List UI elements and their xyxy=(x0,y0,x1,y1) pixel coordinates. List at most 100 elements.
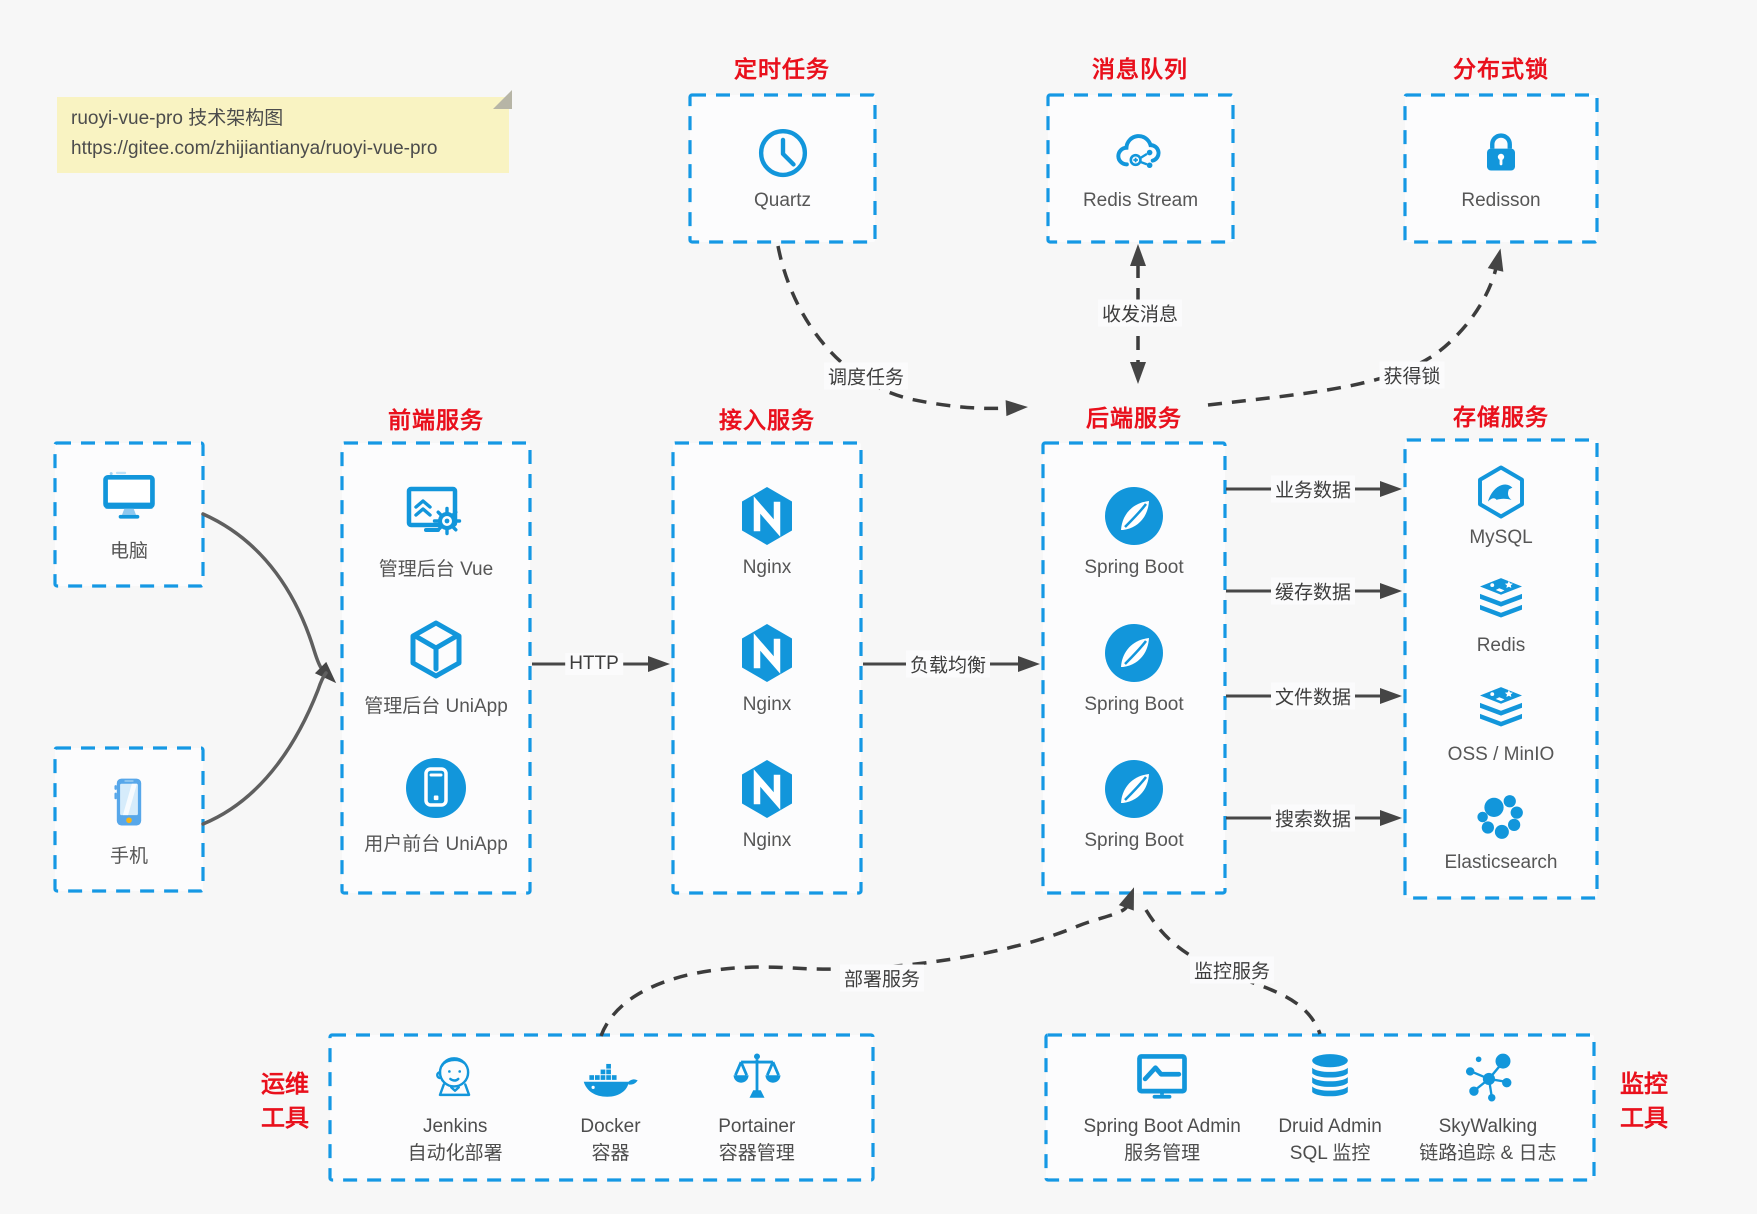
node-druid-admin: Druid Admin SQL 监控 xyxy=(1278,1048,1382,1167)
node-label: Spring Boot xyxy=(1084,557,1184,579)
node-redis: Redis xyxy=(1473,572,1529,657)
box-storage xyxy=(1403,438,1599,900)
node-label: Nginx xyxy=(742,829,792,851)
sticky-note: ruoyi-vue-pro 技术架构图 https://gitee.com/zh… xyxy=(57,90,512,173)
spring-boot-icon xyxy=(1104,759,1163,818)
lock-icon xyxy=(1487,133,1515,171)
admin-vue-icon xyxy=(406,486,462,535)
spring-boot-icon xyxy=(1104,487,1163,546)
clock-icon xyxy=(758,128,807,178)
edge-label-deploy: 部署服务 xyxy=(839,964,925,992)
title-backend: 后端服务 xyxy=(1086,405,1182,431)
edge-schedule-task xyxy=(776,245,1028,417)
nginx-icon xyxy=(742,623,792,682)
edge-label-message: 收发消息 xyxy=(1097,299,1183,327)
redis-icon xyxy=(1480,578,1522,618)
edge-acquire-lock xyxy=(1207,248,1504,407)
edge-label-business: 业务数据 xyxy=(1270,475,1356,503)
group-ops-tools: Jenkins 自动化部署 Docker 容器 xyxy=(330,1035,873,1180)
note-title: ruoyi-vue-pro 技术架构图 xyxy=(71,108,284,129)
user-app-icon xyxy=(405,757,466,818)
node-nginx-1: Nginx xyxy=(735,484,799,579)
node-label: 用户前台 UniApp xyxy=(364,833,508,855)
group-scheduled-task: Quartz xyxy=(690,95,875,242)
node-label: Druid Admin SQL 监控 xyxy=(1278,1115,1382,1164)
node-spring-boot-1: Spring Boot xyxy=(1084,484,1184,579)
node-label: Nginx xyxy=(742,693,792,715)
node-redis-stream: Redis Stream xyxy=(1083,125,1198,212)
label-monitor-tools: 监控 工具 xyxy=(1620,1071,1668,1132)
node-phone: 手机 xyxy=(99,772,159,868)
node-admin-vue: 管理后台 Vue xyxy=(379,481,493,581)
node-spring-boot-admin: Spring Boot Admin 服务管理 xyxy=(1083,1048,1241,1167)
node-label: Redis xyxy=(1476,635,1526,657)
group-monitor-tools: Spring Boot Admin 服务管理 Druid Admin SQL 监… xyxy=(1046,1035,1594,1180)
skywalking-icon xyxy=(1465,1053,1512,1102)
portainer-icon xyxy=(733,1053,781,1098)
node-spring-boot-3: Spring Boot xyxy=(1084,757,1184,852)
nginx-icon xyxy=(742,487,792,546)
node-label: Spring Boot Admin 服务管理 xyxy=(1083,1115,1241,1164)
node-skywalking: SkyWalking 链路追踪 & 日志 xyxy=(1419,1048,1557,1167)
group-frontend: 管理后台 Vue 管理后台 UniApp 用户前台 UniApp xyxy=(342,443,530,893)
title-storage: 存储服务 xyxy=(1453,404,1549,430)
edge-monitor-service xyxy=(1144,909,1322,1035)
group-storage: MySQL Redis xyxy=(1405,440,1597,898)
node-label: Quartz xyxy=(753,190,812,211)
node-label: Spring Boot xyxy=(1084,829,1184,851)
client-pc: 电脑 xyxy=(55,443,203,586)
edge-label-monitor: 监控服务 xyxy=(1189,956,1275,984)
node-portainer: Portainer 容器管理 xyxy=(718,1048,795,1167)
node-nginx-3: Nginx xyxy=(735,757,799,852)
edge-label-file: 文件数据 xyxy=(1270,682,1356,710)
edge-label-cache: 缓存数据 xyxy=(1270,577,1356,605)
node-label: Elasticsearch xyxy=(1444,852,1558,874)
node-label: Docker 容器 xyxy=(580,1115,641,1164)
label-ops-tools: 运维 工具 xyxy=(261,1071,309,1132)
node-spring-boot-2: Spring Boot xyxy=(1084,621,1184,716)
title-message-queue: 消息队列 xyxy=(1092,56,1188,82)
sba-icon xyxy=(1137,1054,1187,1099)
title-distributed-lock: 分布式锁 xyxy=(1453,56,1549,82)
cloud-stream-icon xyxy=(1116,134,1161,169)
mysql-icon xyxy=(1478,465,1524,519)
box-message-queue xyxy=(1046,93,1235,244)
node-elasticsearch: Elasticsearch xyxy=(1445,789,1558,874)
note-fold-corner xyxy=(493,90,512,109)
group-gateway: Nginx Nginx Nginx xyxy=(673,443,861,893)
node-pc: 电脑 xyxy=(99,467,159,563)
edge-label-schedule: 调度任务 xyxy=(823,362,909,390)
edge-label-http: HTTP xyxy=(565,653,623,675)
node-admin-uniapp: 管理后台 UniApp xyxy=(364,618,508,718)
jenkins-icon xyxy=(436,1057,471,1096)
node-label: 管理后台 UniApp xyxy=(364,696,508,717)
node-label: 管理后台 Vue xyxy=(378,558,494,580)
title-scheduled-task: 定时任务 xyxy=(734,56,830,82)
uniapp-cube-icon xyxy=(410,620,462,679)
group-backend: Spring Boot Spring Boot Spring Boot xyxy=(1043,443,1225,893)
node-label: Spring Boot xyxy=(1084,693,1184,715)
edge-label-load-balance: 负载均衡 xyxy=(905,650,991,678)
node-label: Jenkins 自动化部署 xyxy=(407,1115,503,1164)
box-scheduled-task xyxy=(688,93,877,244)
docker-icon xyxy=(584,1063,639,1097)
node-label: 手机 xyxy=(109,845,148,867)
node-label: Nginx xyxy=(742,557,792,579)
nginx-icon xyxy=(742,759,792,818)
spring-boot-icon xyxy=(1104,623,1163,682)
node-label: OSS / MinIO xyxy=(1447,743,1555,765)
node-jenkins: Jenkins 自动化部署 xyxy=(408,1048,503,1167)
group-distributed-lock: Redisson xyxy=(1405,95,1597,242)
node-docker: Docker 容器 xyxy=(580,1048,641,1167)
mobile-icon xyxy=(114,778,142,825)
node-oss-minio: OSS / MinIO xyxy=(1447,681,1555,766)
druid-icon xyxy=(1312,1054,1348,1097)
node-label: Redisson xyxy=(1461,190,1541,211)
node-label: Portainer 容器管理 xyxy=(718,1115,796,1164)
title-frontend: 前端服务 xyxy=(388,407,484,433)
client-phone: 手机 xyxy=(55,748,203,891)
node-mysql: MySQL xyxy=(1469,464,1533,549)
elasticsearch-icon xyxy=(1477,795,1523,840)
node-redisson: Redisson xyxy=(1461,125,1541,212)
